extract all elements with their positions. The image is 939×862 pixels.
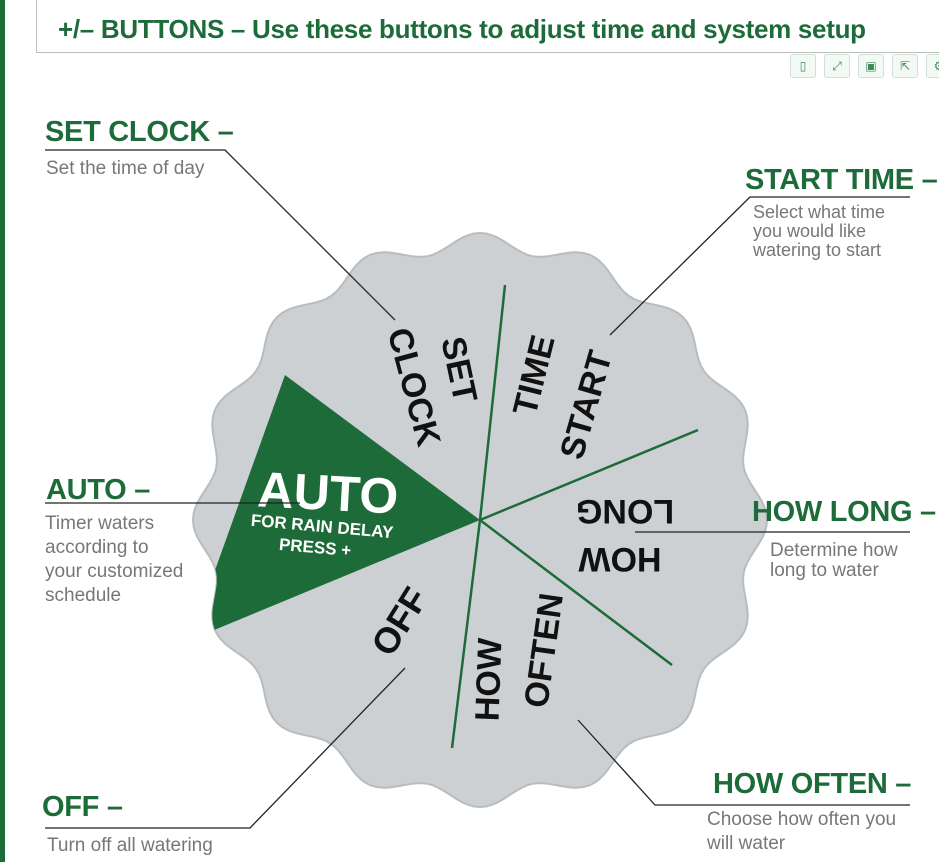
header-frame bbox=[36, 0, 939, 53]
how-often-title: HOW OFTEN – bbox=[713, 768, 912, 800]
off-title: OFF – bbox=[42, 791, 123, 823]
image-toolbar: ▯ ⤢ ▣ ⇱ ⚙ bbox=[790, 54, 939, 78]
start-time-title: START TIME – bbox=[745, 164, 938, 196]
expand-icon[interactable]: ⤢ bbox=[824, 54, 850, 78]
leader-lines bbox=[45, 149, 910, 829]
auto-title: AUTO – bbox=[46, 474, 151, 506]
set-clock-desc: Set the time of day bbox=[46, 158, 205, 179]
start-time-desc: Select what time you would like watering… bbox=[753, 202, 886, 260]
page-title: +/– BUTTONS – Use these buttons to adjus… bbox=[58, 14, 866, 44]
how-often-desc: Choose how often you will water bbox=[707, 809, 897, 854]
dial-how-often-how-text: HOW bbox=[469, 637, 510, 722]
dial-how-long-long-text: LONG bbox=[576, 492, 674, 530]
how-long-title: HOW LONG – bbox=[752, 496, 936, 528]
left-accent-bar bbox=[0, 0, 5, 862]
divider-start-long bbox=[479, 428, 699, 522]
dial-dividers bbox=[450, 284, 699, 749]
leader-off bbox=[45, 667, 406, 829]
save-icon[interactable]: ▣ bbox=[858, 54, 884, 78]
divider-set-start bbox=[478, 284, 507, 521]
settings-icon[interactable]: ⚙ bbox=[926, 54, 939, 78]
dial-auto-big-text: AUTO bbox=[256, 461, 399, 524]
divider-long-often bbox=[479, 519, 673, 666]
set-clock-title: SET CLOCK – bbox=[45, 116, 234, 148]
leader-set-clock bbox=[45, 149, 396, 321]
how-long-desc: Determine how long to water bbox=[770, 540, 898, 581]
phone-icon[interactable]: ▯ bbox=[790, 54, 816, 78]
dial-how-long-how-text: HOW bbox=[578, 540, 662, 578]
divider-often-off bbox=[450, 519, 482, 749]
leader-start-time bbox=[609, 196, 910, 336]
leader-how-often bbox=[577, 719, 910, 806]
auto-desc: Timer waters according to your customize… bbox=[45, 513, 184, 606]
auto-wedge bbox=[193, 375, 480, 640]
share-icon[interactable]: ⇱ bbox=[892, 54, 918, 78]
off-desc: Turn off all watering bbox=[47, 835, 213, 856]
